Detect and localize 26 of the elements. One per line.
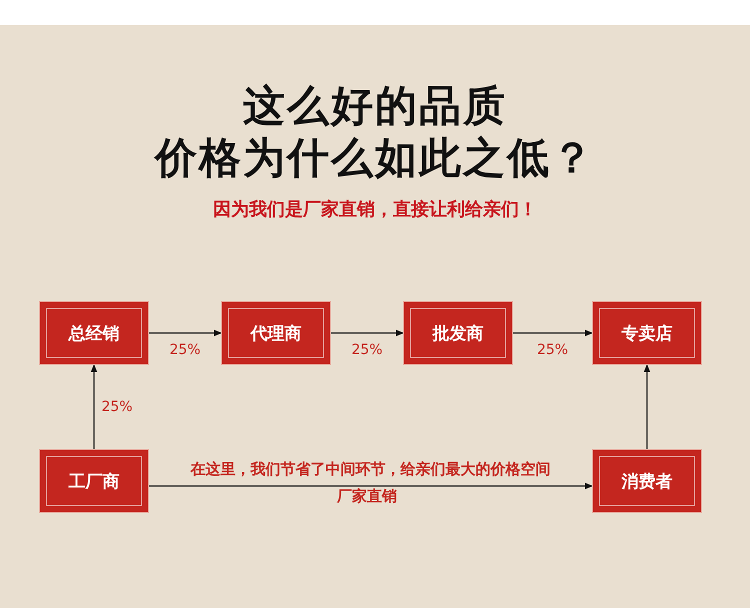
process-box [40,450,148,512]
arrow [148,330,222,336]
edge-label: 25% [536,342,568,358]
arrow [512,330,593,336]
box-label: 总经销 [68,322,120,344]
note: 厂家直销 [337,487,397,506]
box-label: 批发商 [432,322,484,344]
arrow [148,482,593,490]
process-box [40,302,148,364]
arrow [90,364,98,450]
edge-label: 25% [169,342,201,358]
edge-label: 25% [101,399,133,415]
process-box [404,302,512,364]
box-label: 代理商 [250,322,302,344]
subtitle: 因为我们是厂家直销，直接让利给亲们！ [212,198,538,221]
edge-label: 在这里，我们节省了中间环节，给亲们最大的价格空间 [190,460,550,479]
edge-label: 25% [351,342,383,358]
process-box [593,450,701,512]
process-box [222,302,330,364]
box-label: 消费者 [622,470,672,492]
arrow [644,364,650,450]
arrow [330,330,404,336]
box-label: 专卖店 [622,322,672,344]
process-box [593,302,701,364]
title: 这么好的品质价格为什么如此之低？ [152,80,596,184]
box-label: 工厂商 [68,470,120,492]
